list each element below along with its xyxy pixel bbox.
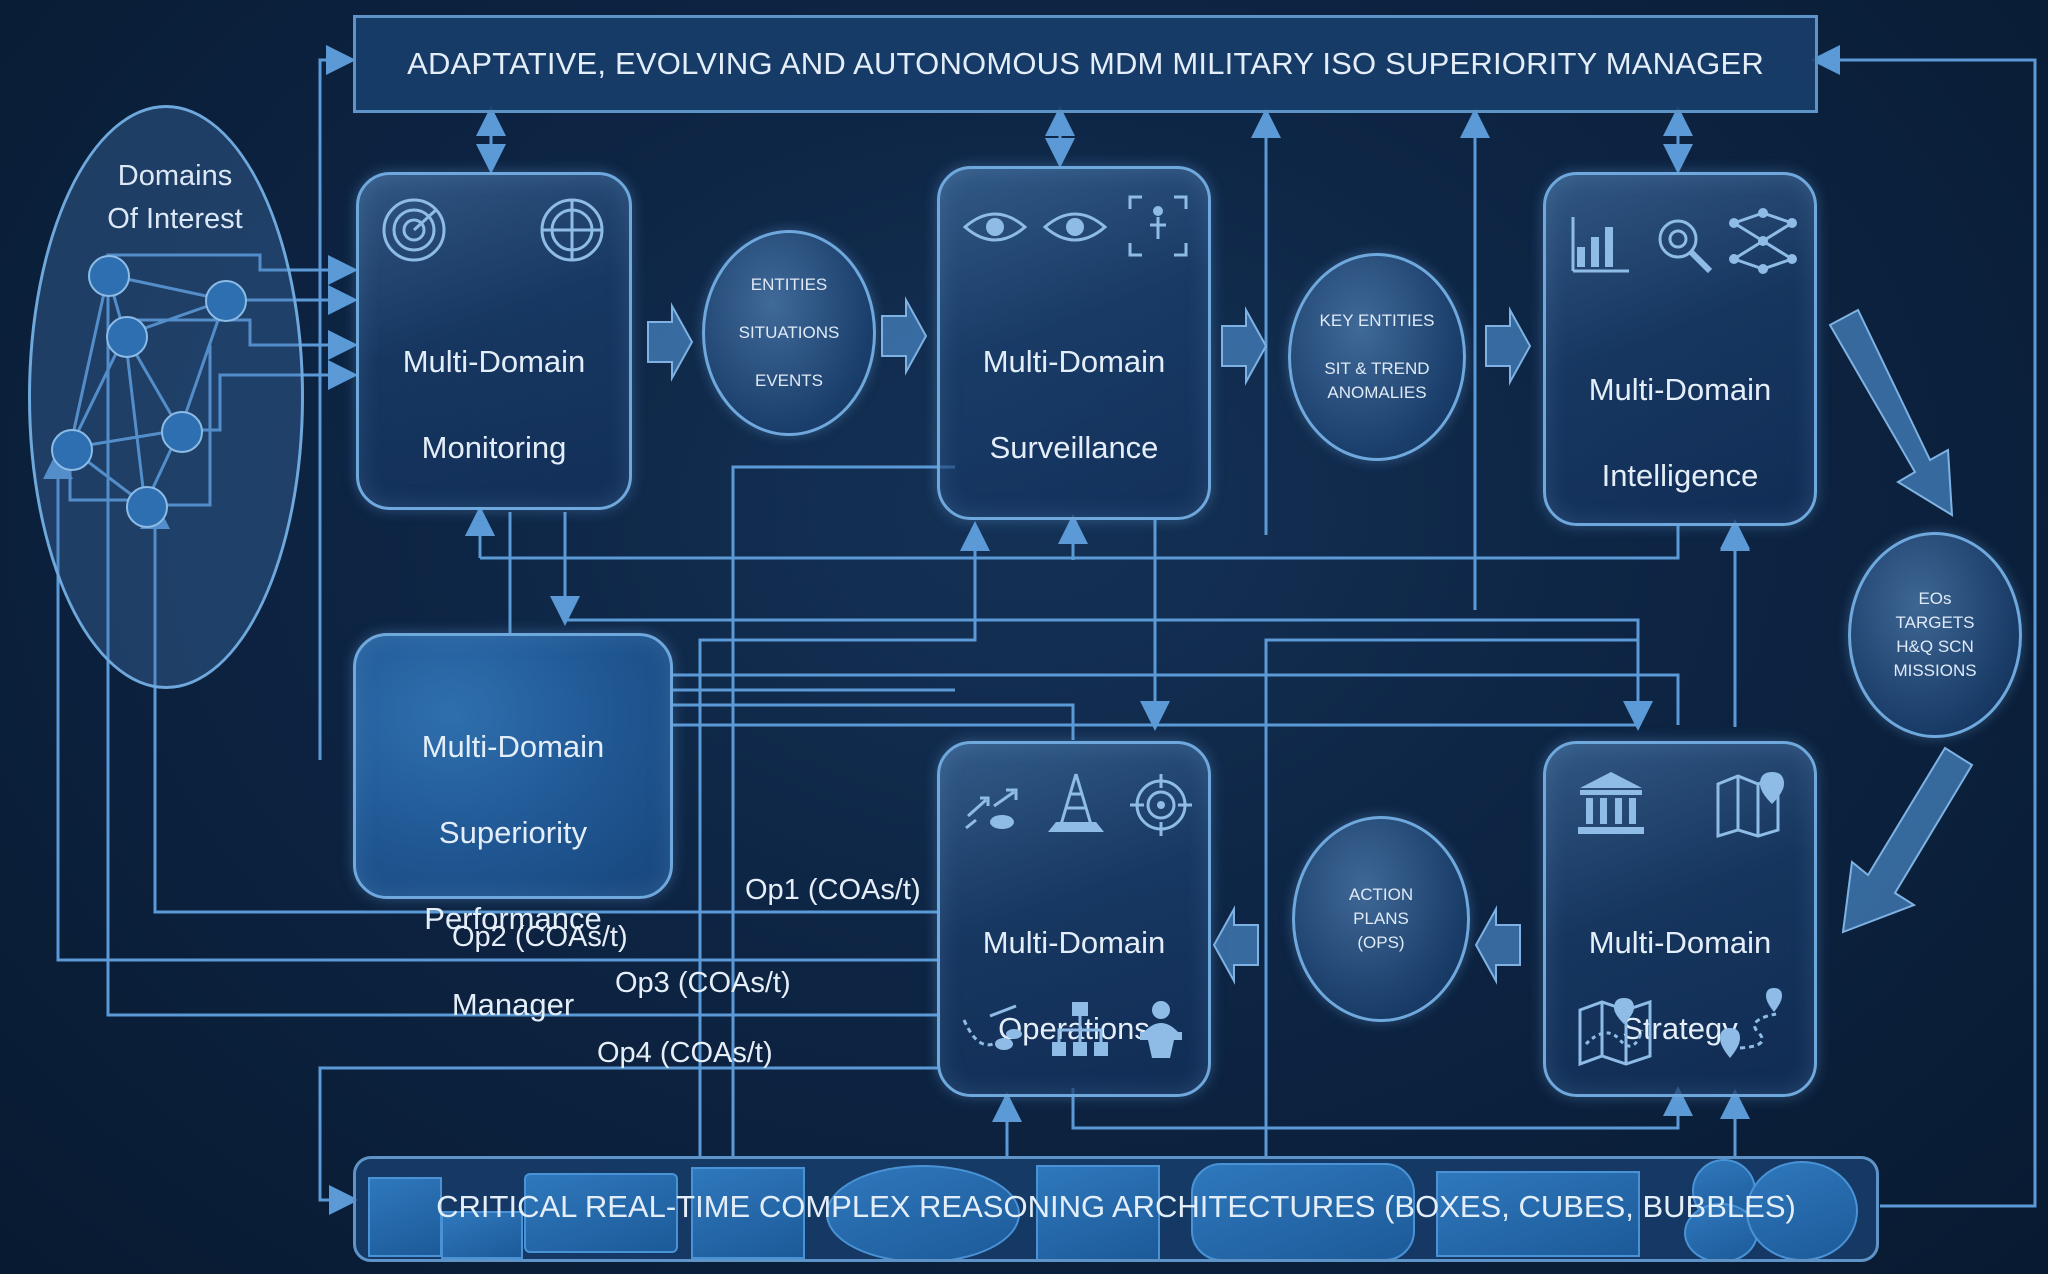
- domains-of-interest-title: Domains Of Interest: [90, 155, 260, 241]
- commander-icon: [1140, 1001, 1182, 1058]
- bubble-text: EVENTS: [754, 371, 824, 390]
- bar-chart-icon: [1571, 217, 1629, 273]
- strategy-title: Multi-Domain Strategy: [1546, 878, 1814, 1093]
- eos-targets-missions-bubble: EOs TARGETS H&Q SCN MISSIONS: [1848, 532, 2022, 738]
- intelligence-title-line1: Multi-Domain: [1588, 372, 1772, 407]
- cube-shape: [1036, 1165, 1160, 1259]
- bubble-shape: [826, 1165, 1020, 1259]
- radar-icon: [382, 198, 446, 262]
- magnifier-icon: [1658, 219, 1713, 274]
- domains-of-interest-ellipse: [28, 105, 304, 689]
- reasoning-architectures-label: CRITICAL REAL-TIME COMPLEX REASONING ARC…: [436, 1189, 1796, 1224]
- monitoring-title-line2: Monitoring: [421, 430, 567, 465]
- performance-title-line3: Performance: [424, 901, 602, 936]
- strategy-module[interactable]: Multi-Domain Strategy: [1543, 741, 1817, 1097]
- bubble-text: H&Q SCN: [1896, 637, 1974, 656]
- scan-person-icon: [1128, 195, 1188, 257]
- route-icon: [962, 1004, 1022, 1050]
- performance-title-line1: Multi-Domain: [421, 729, 605, 764]
- box-shape: [1436, 1171, 1640, 1257]
- network-node: [205, 280, 247, 322]
- network-node: [126, 486, 168, 528]
- cube-shape: [368, 1177, 442, 1257]
- org-chart-icon: [1052, 1002, 1108, 1056]
- surveillance-title: Multi-Domain Surveillance: [940, 297, 1208, 512]
- eye-icon: [1042, 212, 1108, 242]
- superiority-manager-header: ADAPTATIVE, EVOLVING AND AUTONOMOUS MDM …: [353, 15, 1818, 113]
- bubble-text: SITUATIONS: [738, 323, 840, 342]
- cube-shape: [441, 1211, 523, 1259]
- monitoring-module[interactable]: Multi-Domain Monitoring: [356, 172, 632, 510]
- performance-title-line2: Superiority: [438, 815, 588, 850]
- map-pin-icon: [1716, 772, 1784, 838]
- network-node: [51, 429, 93, 471]
- intelligence-module[interactable]: Multi-Domain Intelligence: [1543, 172, 1817, 526]
- op2-label: Op2 (COAs/t): [452, 921, 628, 953]
- intelligence-title-line2: Intelligence: [1601, 458, 1759, 493]
- bubble-text: SIT & TREND: [1324, 359, 1430, 378]
- radar-icon: [540, 198, 604, 262]
- bubble-text: PLANS: [1353, 909, 1409, 928]
- key-entities-anomalies-bubble: KEY ENTITIES SIT & TREND ANOMALIES: [1288, 253, 1466, 461]
- target-icon: [1130, 774, 1192, 836]
- arrows-map-icon: [965, 788, 1018, 830]
- map-route-icon: [1578, 998, 1652, 1066]
- bubble-text: EOs: [1918, 589, 1952, 608]
- bubble-text: ENTITIES: [750, 275, 828, 294]
- entities-situations-events-bubble: ENTITIES SITUATIONS EVENTS: [702, 230, 876, 436]
- op1-label: Op1 (COAs/t): [745, 874, 921, 906]
- neural-network-icon: [1729, 208, 1797, 274]
- bubble-text: ACTION: [1348, 885, 1414, 904]
- surveillance-title-line1: Multi-Domain: [982, 344, 1166, 379]
- eye-icon: [962, 212, 1028, 242]
- network-node: [88, 255, 130, 297]
- surveillance-title-line2: Surveillance: [989, 430, 1159, 465]
- bubble-text: TARGETS: [1895, 613, 1975, 632]
- operations-module[interactable]: Multi-Domain Operations: [937, 741, 1211, 1097]
- government-building-icon: [1578, 772, 1644, 834]
- intelligence-title: Multi-Domain Intelligence: [1546, 325, 1814, 540]
- monitoring-title-line1: Multi-Domain: [402, 344, 586, 379]
- cube-shape: [691, 1167, 805, 1259]
- op4-label: Op4 (COAs/t): [597, 1037, 773, 1069]
- cylinder-shape: [1191, 1163, 1415, 1259]
- performance-title: Multi-Domain Superiority Performance Man…: [356, 682, 670, 1069]
- op3-label: Op3 (COAs/t): [615, 967, 791, 999]
- surveillance-module[interactable]: Multi-Domain Surveillance: [937, 166, 1211, 520]
- domains-title-line1: Domains: [117, 160, 233, 192]
- antenna-tower-icon: [1048, 773, 1104, 832]
- strategy-title-line2: Strategy: [1622, 1011, 1738, 1046]
- bubble-text: (OPS): [1357, 933, 1405, 952]
- box-shape: [524, 1173, 678, 1253]
- bubble-text: ANOMALIES: [1327, 383, 1427, 402]
- strategy-title-line1: Multi-Domain: [1588, 925, 1772, 960]
- bubble-text: KEY ENTITIES: [1319, 311, 1435, 330]
- reasoning-architectures-bar: CRITICAL REAL-TIME COMPLEX REASONING ARC…: [353, 1156, 1879, 1262]
- monitoring-title: Multi-Domain Monitoring: [359, 297, 629, 512]
- operations-title-line1: Multi-Domain: [982, 925, 1166, 960]
- network-node: [106, 316, 148, 358]
- network-node: [161, 411, 203, 453]
- bubble-text: MISSIONS: [1893, 661, 1977, 680]
- route-pin-icon: [1720, 988, 1782, 1058]
- bubble-shape: [1746, 1161, 1858, 1259]
- action-plans-bubble: ACTION PLANS (OPS): [1292, 816, 1470, 1022]
- performance-manager-module[interactable]: Multi-Domain Superiority Performance Man…: [353, 633, 673, 1022]
- domains-title-line2: Of Interest: [107, 203, 243, 235]
- performance-title-line4: Manager: [451, 987, 575, 1022]
- operations-title: Multi-Domain Operations: [940, 878, 1208, 1093]
